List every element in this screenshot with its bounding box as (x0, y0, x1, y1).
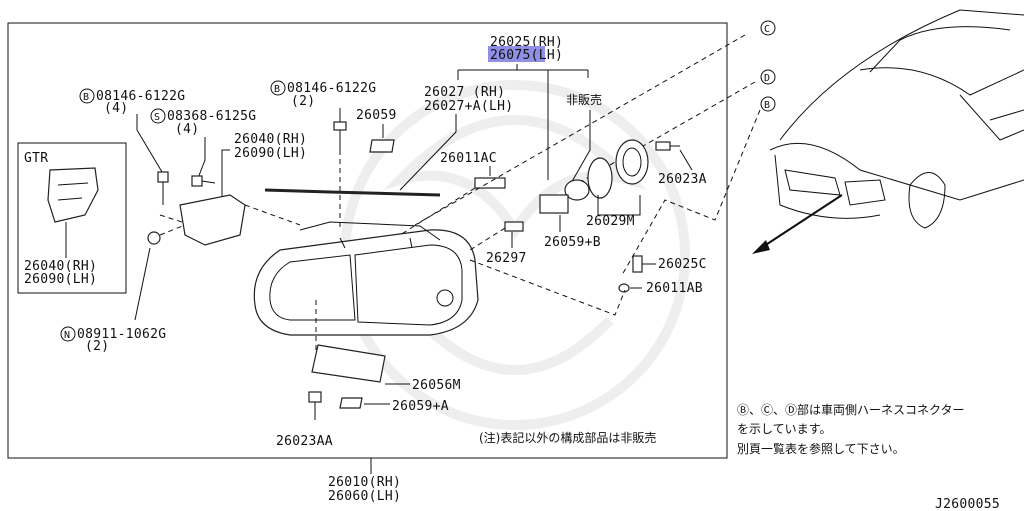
label-26027-lh: 26027+A(LH) (424, 99, 513, 114)
screw-26023aa (308, 391, 322, 420)
ring-26029m (587, 139, 649, 199)
hid-bulb (539, 179, 590, 214)
marker-b-right: B (270, 80, 286, 96)
label-26059: 26059 (356, 108, 397, 123)
marker-n: N (60, 326, 76, 342)
svg-text:B: B (83, 92, 89, 103)
label-26027-rh: 26027 (RH) (424, 85, 505, 100)
screw-s (191, 175, 216, 187)
nut-n (147, 231, 161, 245)
label-b-08146-left-qty: (4) (104, 101, 128, 116)
label-n-08911-qty: (2) (85, 339, 109, 354)
marker-s: S (150, 108, 166, 124)
marker-d: D (760, 69, 776, 85)
bolt-top (333, 121, 347, 150)
svg-text:B: B (274, 84, 280, 95)
bulb-26297 (504, 221, 524, 232)
label-26025c: 26025C (658, 257, 707, 272)
svg-text:C: C (764, 24, 770, 35)
gtr-inset-box (17, 142, 127, 294)
svg-text:N: N (64, 330, 70, 341)
svg-text:B: B (764, 100, 770, 111)
diagram-id: J2600055 (935, 497, 1000, 511)
label-n-08911: 08911-1062G (77, 327, 166, 342)
svg-text:D: D (764, 73, 770, 84)
label-s-08368-qty: (4) (175, 122, 199, 137)
label-26011ab: 26011AB (646, 281, 703, 296)
note-line-3: 別頁一覧表を参照して下さい。 (737, 441, 905, 456)
label-26297: 26297 (486, 251, 527, 266)
note-line-2: を示しています。 (737, 422, 831, 436)
label-26011ac: 26011AC (440, 151, 497, 166)
not-sold-label: 非販売 (566, 92, 602, 107)
pad-26059a (339, 397, 363, 409)
label-26059a: 26059+A (392, 399, 449, 414)
part-26027-strip (264, 188, 441, 197)
socket-26011ab (618, 283, 630, 293)
label-26060-lh: 26060(LH) (328, 489, 401, 504)
label-26023a: 26023A (658, 172, 707, 187)
bulb-26011ac (474, 177, 506, 189)
label-s-08368: 08368-6125G (167, 109, 256, 124)
label-26056m: 26056M (412, 378, 461, 393)
car-illustration (769, 9, 1024, 229)
label-b-08146-right: 08146-6122G (287, 81, 376, 96)
label-26023aa: 26023AA (276, 434, 333, 449)
marker-b-left: B (79, 88, 95, 104)
bulb-26025c (632, 255, 643, 273)
highlight-box (488, 46, 545, 62)
label-26010-rh: 26010(RH) (328, 475, 401, 490)
bracket-26040 (179, 194, 246, 246)
label-b-08146-right-qty: (2) (291, 94, 315, 109)
gtr-rh-label: 26040(RH) (24, 259, 97, 274)
label-26075-lh: 26075(LH) (490, 48, 563, 63)
headlamp-assembly (253, 221, 479, 336)
note-line-1: Ⓑ、Ⓒ、Ⓓ部は車両側ハーネスコネクター (737, 402, 965, 417)
screw-26023a (655, 141, 680, 151)
label-26029m: 26029M (586, 214, 635, 229)
svg-text:S: S (154, 112, 160, 123)
marker-c: C (760, 20, 776, 36)
gtr-bracket (47, 167, 99, 223)
label-b-08146-left: 08146-6122G (96, 89, 185, 104)
label-26059b: 26059+B (544, 235, 601, 250)
cover-26056m (311, 344, 386, 383)
label-26040-rh: 26040(RH) (234, 132, 307, 147)
bolt-b-left (157, 171, 169, 205)
arrow-to-headlamp (752, 194, 843, 254)
gtr-label: GTR (24, 151, 48, 166)
label-26090-lh: 26090(LH) (234, 146, 307, 161)
diagram-frame (7, 22, 728, 459)
gtr-lh-label: 26090(LH) (24, 272, 97, 287)
marker-b-car: B (760, 96, 776, 112)
part-26059-pad (369, 139, 395, 153)
footnote: (注)表記以外の構成部品は非販売 (479, 430, 656, 445)
